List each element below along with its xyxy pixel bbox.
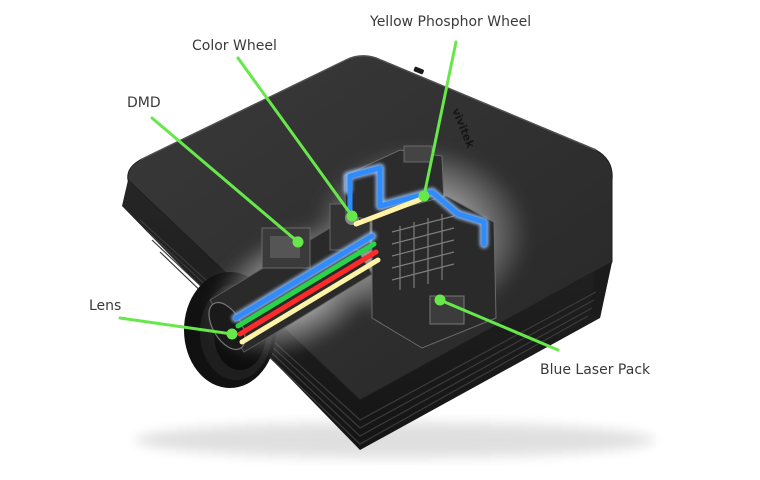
label-dmd: DMD xyxy=(127,95,161,111)
pointer-dot-dmd xyxy=(292,236,304,248)
beam-blue xyxy=(233,233,375,321)
pointer-dot-lens xyxy=(226,328,238,340)
callout-pointers xyxy=(118,40,560,352)
light-beams xyxy=(231,163,489,345)
pointer-color-wheel xyxy=(236,56,354,218)
pointer-dot-yellow-phosphor-wheel xyxy=(418,190,430,202)
label-lens: Lens xyxy=(89,298,122,314)
pointer-dot-blue-laser-pack xyxy=(434,294,446,306)
beam-yellow xyxy=(239,257,381,345)
label-blue-laser-pack: Blue Laser Pack xyxy=(540,362,651,378)
pointer-blue-laser-pack xyxy=(438,298,560,352)
pointer-dmd xyxy=(150,116,300,244)
heat-sink xyxy=(391,214,455,290)
label-color-wheel: Color Wheel xyxy=(192,38,277,54)
pointer-yellow-phosphor-wheel xyxy=(422,40,458,198)
beam-red xyxy=(237,249,379,337)
dmd-chip xyxy=(261,227,311,269)
beam-blue-path xyxy=(347,165,487,247)
pointer-dot-color-wheel xyxy=(346,210,358,222)
pointer-lens xyxy=(118,316,234,336)
label-yellow-phosphor-wheel: Yellow Phosphor Wheel xyxy=(370,14,532,30)
beam-yellow-path xyxy=(353,195,427,227)
beam-green xyxy=(235,241,377,329)
